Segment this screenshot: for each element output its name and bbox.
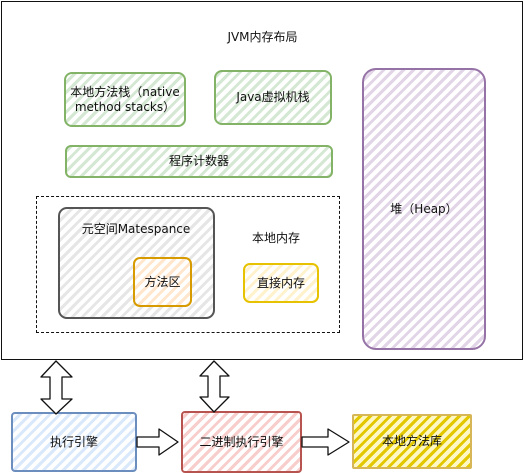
double-arrow-execution-engine [40,360,73,415]
binary-execution-engine-label: 二进制执行引擎 [199,434,284,449]
method-area-box[interactable]: 方法区 [133,257,192,307]
heap-box[interactable]: 堆（Heap） [362,68,486,350]
jvm-memory-layout-frame [1,1,523,360]
binary-execution-engine-box[interactable]: 二进制执行引擎 [181,411,302,473]
native-method-library-box[interactable]: 本地方法库 [352,414,472,469]
heap-label: 堆（Heap） [390,201,458,216]
jvm-stack-box[interactable]: Java虚拟机栈 [214,70,332,125]
metaspace-label: 元空间Matespance [81,222,191,236]
direct-memory-box[interactable]: 直接内存 [243,263,319,303]
execution-engine-label: 执行引擎 [49,434,98,449]
program-counter-box[interactable]: 程序计数器 [65,145,333,178]
native-method-stack-label: 本地方法栈（native method stacks） [70,84,180,114]
arrow-execution-to-binary [136,428,179,456]
direct-memory-label: 直接内存 [256,275,305,290]
method-area-label: 方法区 [144,274,181,289]
native-method-library-label: 本地方法库 [381,434,442,448]
program-counter-label: 程序计数器 [168,154,229,168]
native-method-stack-box[interactable]: 本地方法栈（native method stacks） [64,72,186,127]
local-memory-region [36,196,340,333]
double-arrow-binary-engine [199,360,230,413]
execution-engine-box[interactable]: 执行引擎 [11,412,137,472]
diagram-title: JVM内存布局 [227,30,298,44]
jvm-stack-label: Java虚拟机栈 [236,90,310,104]
local-memory-label: 本地内存 [251,231,300,245]
arrow-binary-to-library [301,428,350,456]
